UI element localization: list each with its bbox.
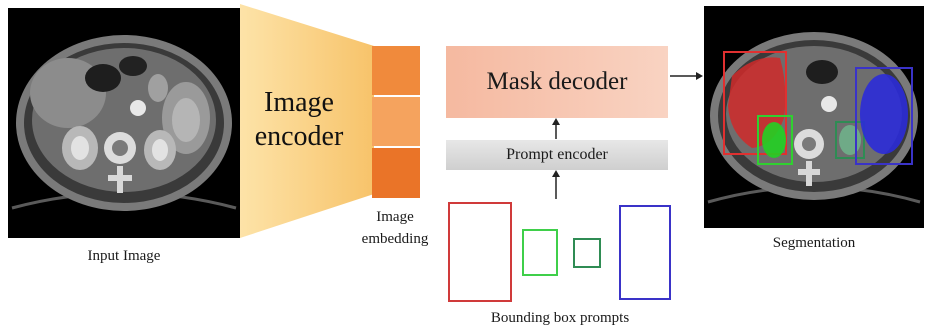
image-encoder-label-line2: encoder	[254, 121, 344, 152]
arrow-to-segmentation	[670, 72, 703, 80]
prompt-box-green	[522, 229, 558, 276]
segmentation-caption: Segmentation	[772, 235, 856, 251]
mask-decoder-box: Mask decoder	[446, 46, 668, 118]
image-encoder-shape	[240, 4, 374, 238]
embedding-block-2	[372, 97, 420, 146]
embedding-block-3	[372, 148, 420, 198]
bounding-box-prompts-caption: Bounding box prompts	[490, 310, 630, 326]
arrow-to-prompt-encoder	[552, 170, 560, 199]
prompt-box-red	[448, 202, 512, 302]
ct-scan-graphic	[8, 8, 240, 238]
arrow-to-decoder	[552, 118, 560, 139]
image-encoder-label: Image encoder	[240, 86, 358, 154]
prompt-encoder-box: Prompt encoder	[446, 140, 668, 170]
image-embedding-caption: Image embedding	[340, 206, 450, 250]
prompt-box-teal	[573, 238, 601, 268]
image-embedding-stack	[372, 46, 420, 198]
embedding-block-1	[372, 46, 420, 95]
image-encoder-label-line1: Image	[264, 87, 334, 118]
segmentation-image	[704, 6, 924, 228]
input-image-caption: Input Image	[87, 248, 161, 264]
input-ct-image	[8, 8, 240, 238]
image-embedding-caption-line1: Image	[376, 209, 414, 225]
image-embedding-caption-line2: embedding	[361, 231, 429, 247]
prompt-box-blue	[619, 205, 671, 300]
segmentation-graphic	[704, 6, 924, 228]
